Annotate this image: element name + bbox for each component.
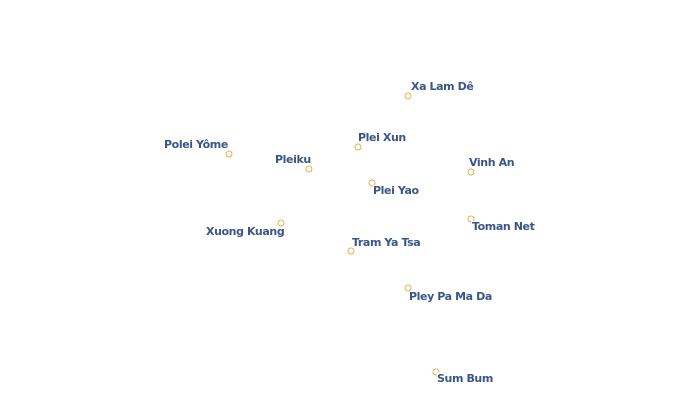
place-label: Sum Bum — [437, 372, 493, 385]
place-label: Plei Xun — [358, 131, 406, 144]
place-marker[interactable] — [404, 92, 412, 100]
place-label: Plei Yao — [373, 184, 419, 197]
place-marker[interactable] — [467, 215, 475, 223]
place-marker[interactable] — [354, 143, 362, 151]
place-marker[interactable] — [404, 284, 412, 292]
place-marker[interactable] — [225, 150, 233, 158]
place-marker[interactable] — [432, 368, 440, 376]
place-label: Pley Pa Ma Da — [409, 290, 492, 303]
place-marker[interactable] — [277, 219, 285, 227]
place-label: Pleiku — [275, 153, 311, 166]
place-label: Xa Lam Dê — [411, 80, 474, 93]
place-marker[interactable] — [467, 168, 475, 176]
place-marker[interactable] — [347, 247, 355, 255]
place-label: Toman Net — [472, 220, 535, 233]
place-label: Xuong Kuang — [206, 225, 285, 238]
place-label: Tram Ya Tsa — [352, 236, 421, 249]
place-label: Polei Yôme — [164, 138, 228, 151]
place-marker[interactable] — [368, 179, 376, 187]
place-marker[interactable] — [305, 165, 313, 173]
place-label: Vinh An — [469, 156, 515, 169]
